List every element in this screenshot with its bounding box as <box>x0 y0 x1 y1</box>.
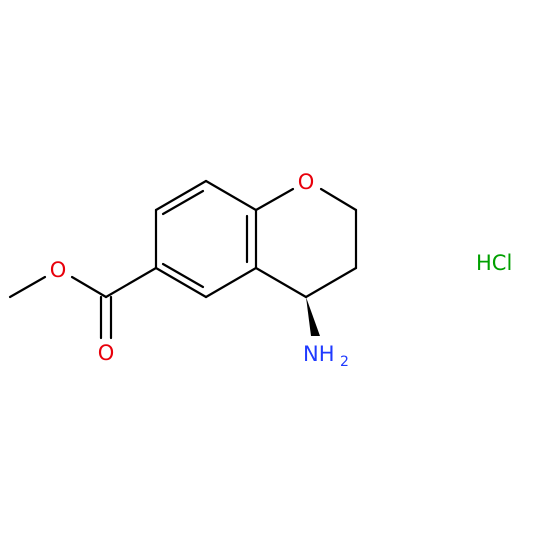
bond-c5-c4a <box>204 266 258 299</box>
ester-group <box>8 266 158 340</box>
bond-o1-c2 <box>319 187 358 212</box>
amine-subscript: 2 <box>340 354 349 370</box>
hcl-salt-label: HCl <box>476 251 512 275</box>
ring-oxygen-label: O <box>298 170 315 194</box>
benzene-ring <box>154 179 258 299</box>
wedge-bond-c4-n <box>306 297 320 336</box>
bond-c6-carbonyl <box>104 266 158 299</box>
bond-c8-c7 <box>154 179 208 212</box>
bond-ester-o-methyl <box>8 275 47 299</box>
double-bond-inner-3 <box>161 262 205 289</box>
bond-c4-c4a <box>254 266 308 299</box>
bond-c8a-c8 <box>204 179 258 212</box>
carbonyl-oxygen-label: O <box>98 341 115 365</box>
bond-carbonyl-ester-o <box>70 275 108 299</box>
pyran-ring <box>254 187 358 299</box>
ester-oxygen-label: O <box>50 258 67 282</box>
double-bond-inner-2 <box>161 189 205 216</box>
bond-c8a-o1 <box>254 187 295 212</box>
bond-c6-c5 <box>154 266 208 299</box>
bond-c3-c4 <box>304 266 358 299</box>
amine-label: NH <box>303 342 335 366</box>
